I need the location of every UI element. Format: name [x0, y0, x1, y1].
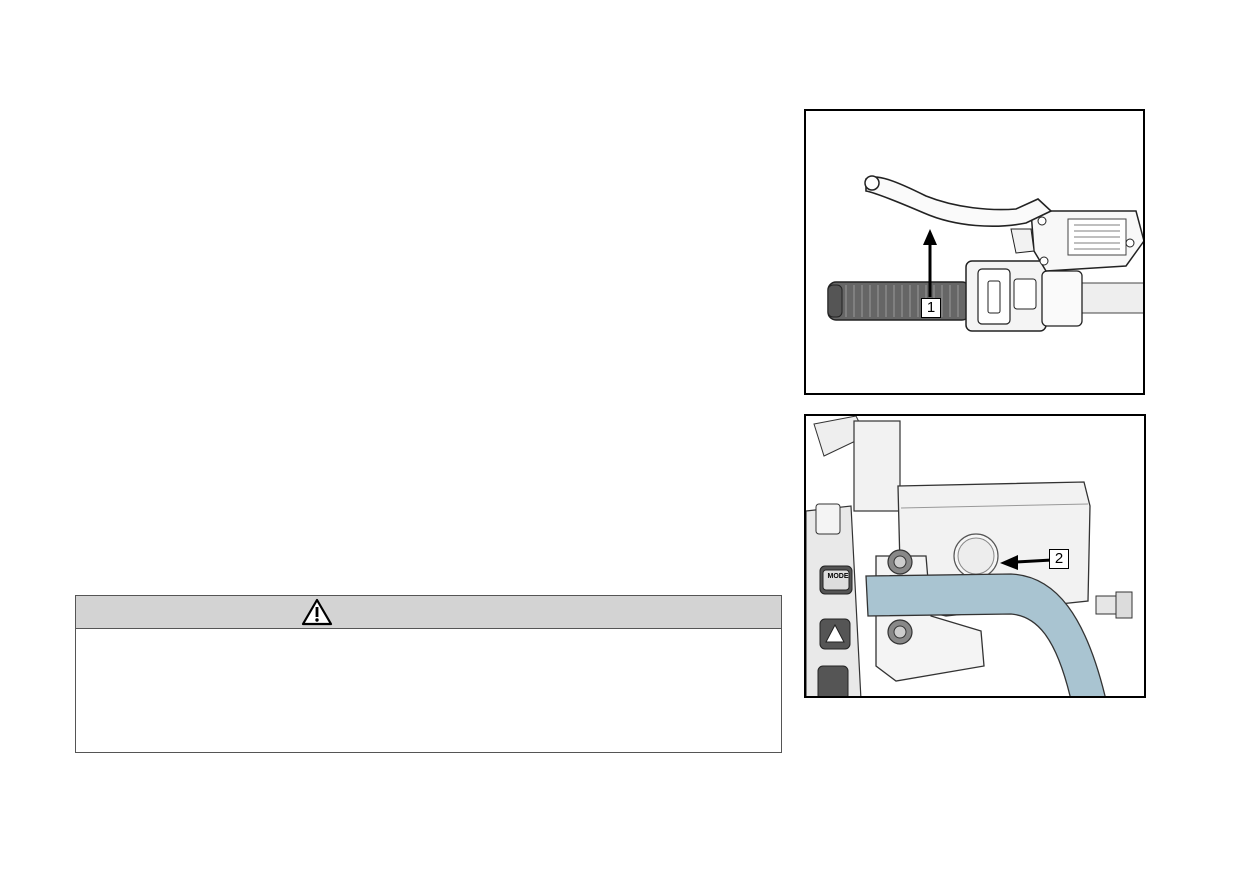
- fluid-reservoir-illustration: [806, 416, 1133, 696]
- figure-fluid-reservoir: MODE 2: [804, 414, 1146, 698]
- warning-triangle-icon: [301, 598, 333, 626]
- warning-header: [76, 596, 781, 629]
- figure-brake-lever: 1: [804, 109, 1145, 395]
- callout-2: 2: [1049, 549, 1069, 569]
- warning-body: [76, 629, 781, 653]
- mode-switch-label: MODE: [827, 573, 849, 580]
- callout-1: 1: [921, 298, 941, 318]
- warning-box: [75, 595, 782, 753]
- brake-lever-illustration: [827, 175, 1143, 332]
